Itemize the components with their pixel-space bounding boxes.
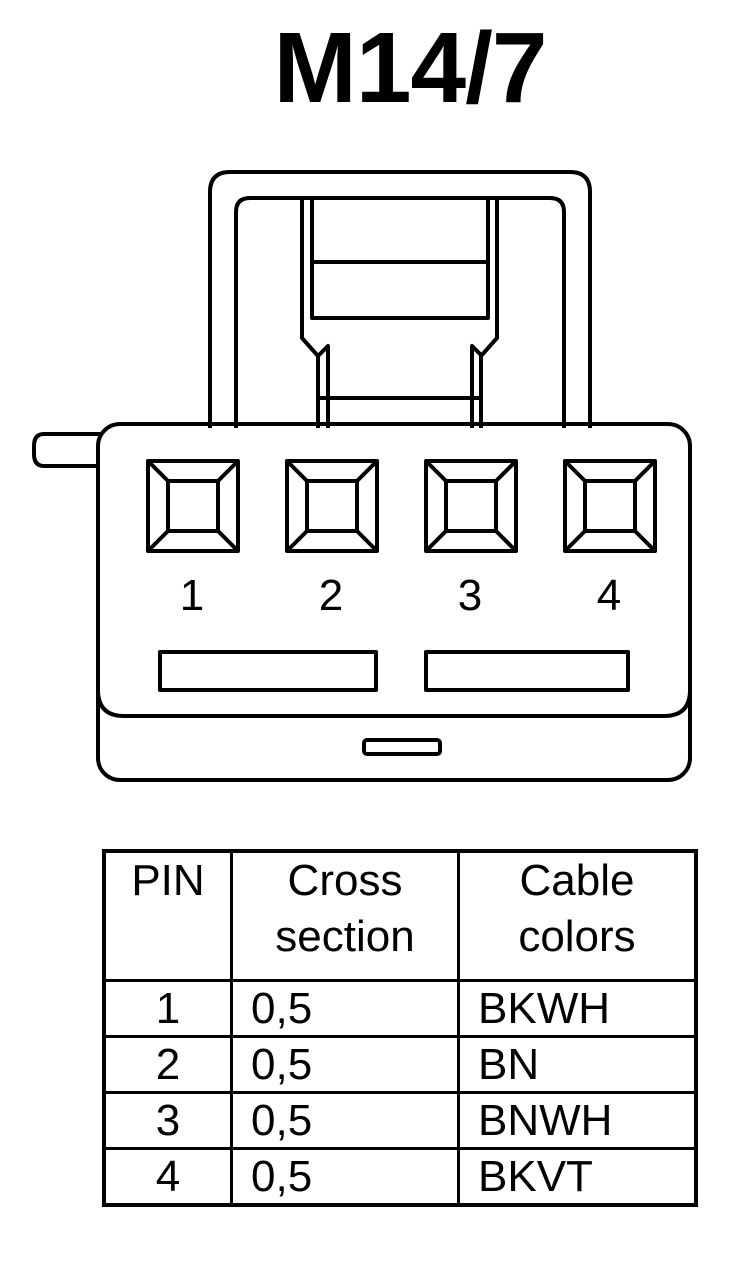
table-row: 1 0,5 BKWH [102,979,698,1038]
latch-frame-inner [234,196,566,428]
cell-cross-section: 0,5 [230,1091,460,1150]
latch-frame-outer [208,170,592,428]
header-cable-colors: Cable colors [457,849,698,982]
header-color-line1: Cable [519,856,635,905]
cell-pin: 1 [102,979,233,1038]
locking-tab-body [316,316,484,428]
header-cross-line1: Cross [287,856,403,905]
pin-cavity-4 [563,459,657,553]
pin-table-header: PIN Cross section Cable colors [102,849,698,982]
table-row: 4 0,5 BKVT [102,1147,698,1207]
table-row: 2 0,5 BN [102,1035,698,1094]
pin-label-2: 2 [319,571,343,620]
housing-step [96,689,692,718]
cell-cable-color: BN [457,1035,698,1094]
pin-label-1: 1 [180,571,204,620]
cell-cable-color: BKVT [457,1147,698,1207]
table-row: 3 0,5 BNWH [102,1091,698,1150]
cell-pin: 2 [102,1035,233,1094]
cell-cross-section: 0,5 [230,979,460,1038]
latch-window-right [424,650,630,692]
pin-cavity-1 [146,459,240,553]
pin-label-3: 3 [458,571,482,620]
cell-pin: 3 [102,1091,233,1150]
pin-label-4: 4 [597,571,621,620]
cell-cable-color: BKWH [457,979,698,1038]
connector-title: M14/7 [273,12,548,124]
cell-cross-section: 0,5 [230,1147,460,1207]
polarization-slot [362,738,442,756]
header-cross-line2: section [275,912,415,961]
pin-cavity-2 [285,459,379,553]
header-pin: PIN [102,849,233,982]
header-cross-section: Cross section [230,849,460,982]
connector-diagram: 1 2 3 4 [32,170,692,782]
pin-table: PIN Cross section Cable colors 1 0,5 BKW… [102,849,698,1207]
cell-cable-color: BNWH [457,1091,698,1150]
cell-pin: 4 [102,1147,233,1207]
locking-tab-inner [310,198,490,320]
header-color-line2: colors [518,912,636,961]
side-key [32,432,100,468]
cell-cross-section: 0,5 [230,1035,460,1094]
locking-tab [300,198,499,428]
housing-body [96,422,692,782]
latch-window-left [158,650,378,692]
pin-cavity-3 [424,459,518,553]
